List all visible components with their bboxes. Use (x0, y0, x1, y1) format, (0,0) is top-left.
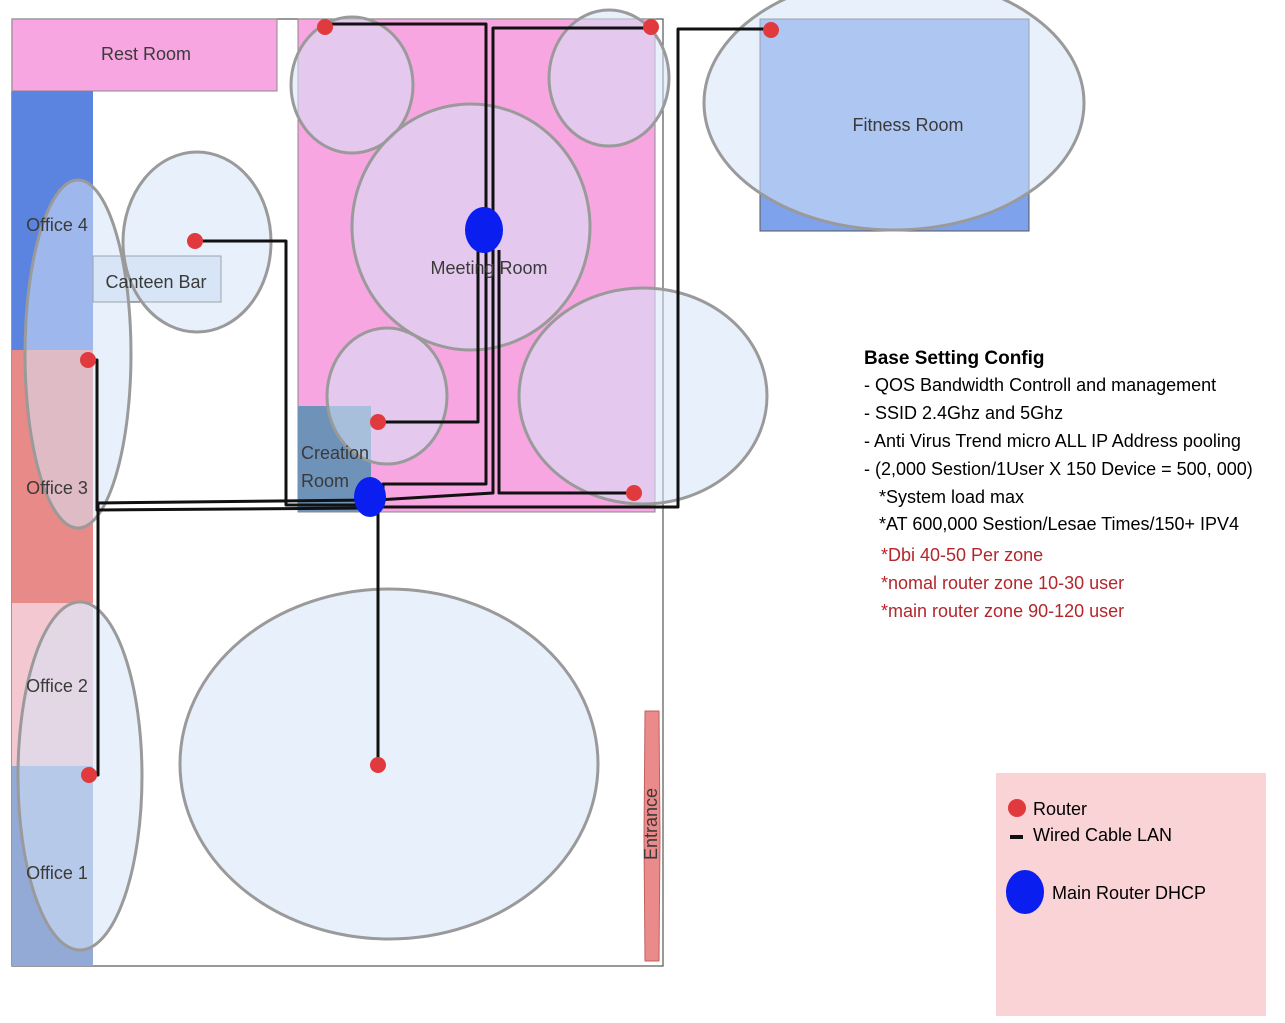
legend-router-icon (1008, 799, 1026, 817)
config-line: - (2,000 Sestion/1User X 150 Device = 50… (864, 459, 1253, 479)
office-2-label: Office 2 (26, 676, 88, 696)
fitness-room-label: Fitness Room (852, 115, 963, 135)
coverage-zone-office-4 (23, 178, 133, 530)
creation-room-label-line2: Room (301, 471, 349, 491)
creation-room-label-line1: Creation (301, 443, 369, 463)
entrance (643, 710, 661, 962)
config-line: - Anti Virus Trend micro ALL IP Address … (864, 431, 1241, 451)
coverage-zone-creation (325, 326, 449, 466)
router-meeting-top-right (643, 19, 659, 35)
config-note: *nomal router zone 10-30 user (881, 573, 1124, 593)
legend-main-router-label: Main Router DHCP (1052, 883, 1206, 903)
legend-cable-label: Wired Cable LAN (1033, 825, 1172, 845)
cable-fitness-to-right (376, 27, 770, 509)
router-canteen (187, 233, 203, 249)
config-line: - QOS Bandwidth Controll and management (864, 375, 1216, 395)
coverage-zone-meeting-right (517, 286, 769, 506)
cable-right-router (497, 250, 634, 495)
rest-room (11, 18, 278, 92)
canteen-bar-label: Canteen Bar (105, 272, 206, 292)
meeting-room-label: Meeting Room (430, 258, 547, 278)
config-line: - SSID 2.4Ghz and 5Ghz (864, 403, 1063, 423)
router-office-3 (80, 352, 96, 368)
office-4-label: Office 4 (26, 215, 88, 235)
rest-room-label: Rest Room (101, 44, 191, 64)
router-creation (370, 414, 386, 430)
main-router-meeting (465, 207, 503, 253)
config-title: Base Setting Config (864, 348, 1045, 369)
router-meeting-top-left (317, 19, 333, 35)
router-office-1 (81, 767, 97, 783)
router-meeting-right (626, 485, 642, 501)
cable-canteen-to-main (195, 239, 370, 507)
office-3-label: Office 3 (26, 478, 88, 498)
legend-router-label: Router (1033, 799, 1087, 819)
cable-top-right-to-main (375, 26, 650, 502)
main-router-hub (354, 477, 386, 517)
router-fitness (763, 22, 779, 38)
config-line: *System load max (879, 487, 1024, 507)
config-note: *Dbi 40-50 Per zone (881, 545, 1043, 565)
coverage-zone-meeting-top-right (547, 8, 671, 148)
config-line: *AT 600,000 Sestion/Lesae Times/150+ IPV… (879, 514, 1239, 534)
entrance-label: Entrance (641, 788, 661, 860)
legend-cable-icon (1010, 835, 1023, 839)
router-lobby (370, 757, 386, 773)
coverage-zone-meeting-top-left (289, 15, 415, 155)
coverage-zone-office-1-2 (16, 600, 144, 952)
office-1-label: Office 1 (26, 863, 88, 883)
coverage-zone-lobby (178, 587, 600, 941)
config-note: *main router zone 90-120 user (881, 601, 1124, 621)
legend-main-router-icon (1006, 870, 1044, 914)
coverage-zone-fitness (702, 0, 1086, 232)
cable-creation-to-meeting (378, 250, 480, 424)
